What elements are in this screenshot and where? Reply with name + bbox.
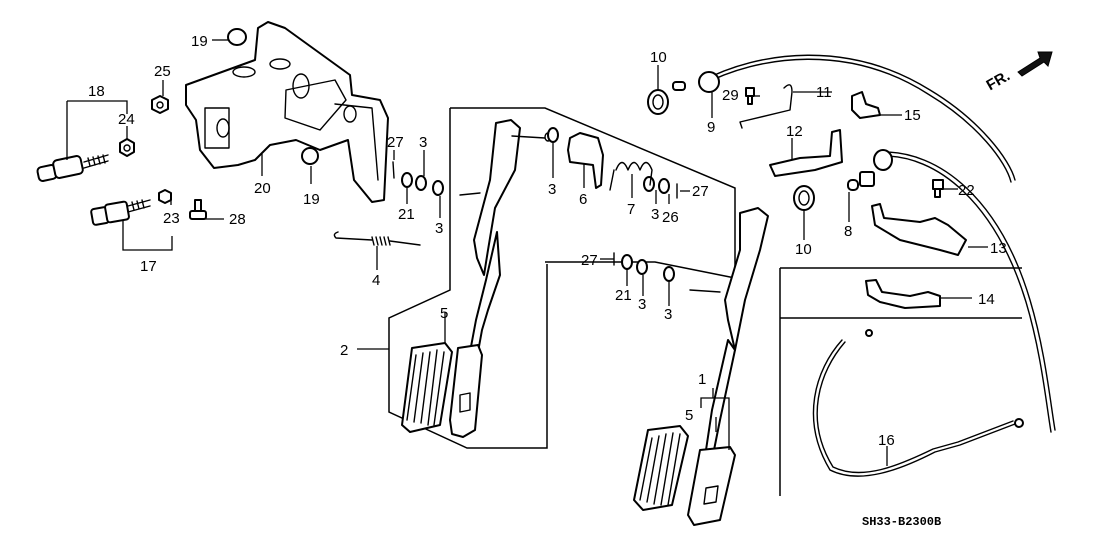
callout-7: 7 [627, 201, 635, 218]
leader-lines [66, 39, 988, 466]
pedal-pad-1[interactable] [687, 446, 736, 526]
clip-11[interactable] [739, 84, 793, 129]
pedal-arm-2[interactable] [459, 119, 552, 353]
callout-27-right: 27 [692, 183, 709, 200]
callout-3-d: 3 [651, 206, 659, 223]
callout-9: 9 [707, 119, 715, 136]
callout-3-c: 3 [548, 181, 556, 198]
group-frame-2 [388, 107, 736, 449]
callout-22: 22 [958, 182, 975, 199]
pedal-bracket[interactable] [185, 21, 389, 203]
callout-11: 11 [816, 84, 832, 101]
diagram-code: SH33-B2300B [862, 515, 941, 529]
callout-24: 24 [118, 111, 135, 128]
callout-6: 6 [579, 191, 587, 208]
bracket-6[interactable] [567, 132, 604, 189]
bracket-12[interactable] [769, 129, 843, 177]
callout-18: 18 [88, 83, 105, 100]
callout-21-left: 21 [398, 206, 415, 223]
group-frame-14-16 [779, 268, 1022, 496]
callout-13: 13 [990, 240, 1007, 257]
callout-10-top: 10 [650, 49, 667, 66]
pedal-arm-1[interactable] [689, 207, 769, 451]
seal-10-bottom[interactable] [793, 185, 815, 211]
nut-23[interactable] [158, 189, 172, 204]
switch-17[interactable] [90, 199, 151, 226]
pedal-pad-cover-5-left[interactable] [401, 342, 453, 433]
callout-12: 12 [786, 123, 803, 140]
callout-26: 26 [662, 209, 679, 226]
callout-15: 15 [904, 107, 921, 124]
front-direction-indicator: FR. [984, 51, 1053, 94]
callout-3-b: 3 [435, 220, 443, 237]
callout-3-e: 3 [638, 296, 646, 313]
cruise-cable[interactable] [847, 149, 1056, 433]
torsion-spring-7[interactable] [609, 161, 653, 191]
callout-4: 4 [372, 272, 380, 289]
callout-19-top: 19 [191, 33, 208, 50]
svg-text:FR.: FR. [984, 67, 1013, 94]
callout-2: 2 [340, 342, 348, 359]
callout-27-lower: 27 [581, 252, 598, 269]
callout-17: 17 [140, 258, 157, 275]
callout-3-f: 3 [664, 306, 672, 323]
bracket-14[interactable] [865, 279, 941, 309]
callout-14: 14 [978, 291, 995, 308]
bolt-22[interactable] [932, 179, 944, 198]
cap-19-bottom[interactable] [301, 147, 319, 165]
cruise-cable-16[interactable] [812, 329, 1024, 477]
callout-20: 20 [254, 180, 271, 197]
callout-5-left: 5 [440, 305, 448, 322]
callout-3-a: 3 [419, 134, 427, 151]
callout-16: 16 [878, 432, 895, 449]
callout-25: 25 [154, 63, 171, 80]
bracket-13[interactable] [871, 203, 967, 256]
callout-29: 29 [722, 87, 739, 104]
callout-19-bottom: 19 [303, 191, 320, 208]
bracket-15[interactable] [851, 91, 881, 119]
callout-21-lower: 21 [615, 287, 632, 304]
callout-23: 23 [163, 210, 180, 227]
bolt-29[interactable] [745, 87, 755, 105]
callout-5-right: 5 [685, 407, 693, 424]
callout-10-bottom: 10 [795, 241, 812, 258]
return-spring-4[interactable] [333, 231, 421, 246]
cap-19-top[interactable] [227, 28, 247, 46]
group-frame-1 [545, 261, 736, 279]
nut-25[interactable] [151, 95, 169, 114]
callout-1: 1 [698, 371, 706, 388]
seal-10-top[interactable] [647, 89, 669, 115]
bolt-28[interactable] [189, 199, 207, 220]
callout-8: 8 [844, 223, 852, 240]
callout-27-left: 27 [387, 134, 404, 151]
pedal-pad-cover-5-right[interactable] [633, 425, 689, 511]
nut-24[interactable] [119, 138, 135, 157]
stop-switch-18[interactable] [36, 154, 109, 182]
callout-28: 28 [229, 211, 246, 228]
pedal-pad-2[interactable] [449, 344, 483, 438]
throttle-cable[interactable] [672, 54, 1016, 183]
